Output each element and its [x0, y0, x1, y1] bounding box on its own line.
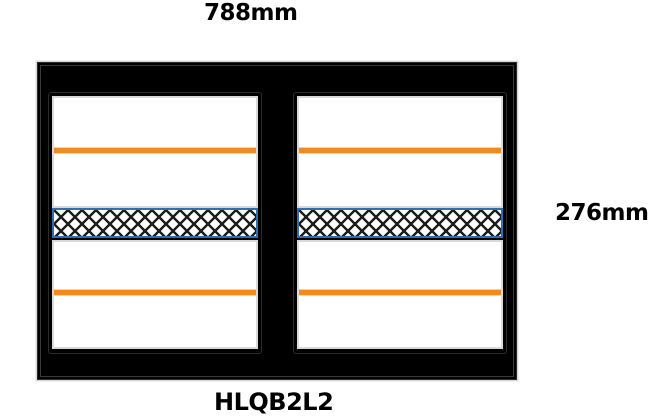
- orange-strip: [299, 147, 501, 154]
- orange-strip: [299, 289, 501, 296]
- left-bottom-pane: [52, 240, 258, 349]
- right-bottom-pane: [297, 240, 503, 349]
- left-top-pane: [52, 96, 258, 208]
- height-dimension-label: 276mm: [555, 200, 649, 226]
- right-top-pane: [297, 96, 503, 208]
- left-panel: [48, 92, 262, 354]
- right-panel: [293, 92, 507, 354]
- right-mesh-strip: [297, 208, 503, 238]
- orange-strip: [54, 147, 256, 154]
- model-label: HLQB2L2: [214, 388, 334, 416]
- left-mesh-strip: [52, 208, 258, 238]
- width-dimension-label: 788mm: [204, 0, 298, 26]
- orange-strip: [54, 289, 256, 296]
- outer-frame: [37, 62, 517, 380]
